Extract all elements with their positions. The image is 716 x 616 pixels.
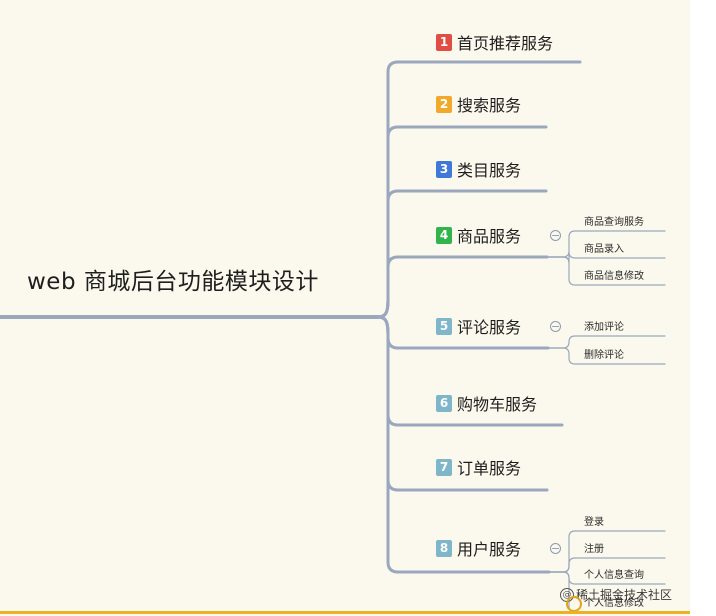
branch-node-7[interactable]: 7 订单服务 bbox=[436, 455, 521, 479]
branch-label: 评论服务 bbox=[457, 318, 522, 337]
cursor-highlight bbox=[566, 596, 582, 612]
branch-connector-3 bbox=[376, 189, 548, 319]
leaf-node[interactable]: 商品查询服务 bbox=[584, 217, 644, 228]
branch-node-6[interactable]: 6 购物车服务 bbox=[436, 391, 537, 415]
leaf-connector-4-1 bbox=[546, 230, 666, 258]
branch-label: 购物车服务 bbox=[457, 395, 538, 414]
leaf-connector-8-2 bbox=[548, 557, 666, 573]
watermark: @ 稀土掘金技术社区 bbox=[560, 586, 672, 603]
branch-number-badge: 6 bbox=[436, 394, 452, 412]
branch-number-badge: 5 bbox=[436, 317, 452, 335]
leaf-node[interactable]: 删除评论 bbox=[584, 350, 624, 361]
branch-node-8[interactable]: 8 用户服务 bbox=[436, 536, 521, 560]
branch-connector-4 bbox=[376, 255, 549, 319]
branch-node-3[interactable]: 3 类目服务 bbox=[436, 157, 521, 181]
collapse-toggle-icon[interactable]: − bbox=[550, 320, 561, 333]
leaf-node[interactable]: 登录 bbox=[584, 517, 604, 528]
branch-number-badge: 4 bbox=[436, 226, 452, 244]
branch-label: 订单服务 bbox=[457, 459, 522, 478]
branch-number-badge: 1 bbox=[436, 33, 452, 51]
leaf-connector-4-3 bbox=[546, 256, 666, 286]
leaf-node[interactable]: 商品信息修改 bbox=[584, 271, 644, 282]
leaf-connector-5-2 bbox=[547, 347, 666, 365]
branch-node-4[interactable]: 4 商品服务 bbox=[436, 223, 521, 247]
branch-label: 类目服务 bbox=[457, 161, 522, 180]
leaf-node[interactable]: 个人信息查询 bbox=[584, 570, 644, 581]
branch-node-1[interactable]: 1 首页推荐服务 bbox=[436, 30, 553, 54]
bottom-accent-bar bbox=[0, 611, 690, 614]
branch-label: 商品服务 bbox=[457, 227, 522, 246]
leaf-node[interactable]: 添加评论 bbox=[584, 322, 624, 333]
collapse-toggle-icon[interactable]: − bbox=[550, 542, 561, 555]
branch-number-badge: 8 bbox=[436, 539, 452, 557]
branch-connector-8 bbox=[376, 315, 551, 574]
branch-label: 搜索服务 bbox=[457, 96, 522, 115]
branch-node-5[interactable]: 5 评论服务 bbox=[436, 314, 521, 338]
branch-label: 用户服务 bbox=[457, 540, 522, 559]
watermark-text: 稀土掘金技术社区 bbox=[576, 588, 673, 602]
branch-number-badge: 7 bbox=[436, 458, 452, 476]
branch-label: 首页推荐服务 bbox=[457, 34, 554, 53]
collapse-toggle-icon[interactable]: − bbox=[550, 229, 561, 242]
leaf-node[interactable]: 个人信息修改 bbox=[584, 598, 644, 609]
root-title: web 商城后台功能模块设计 bbox=[27, 269, 319, 295]
branch-number-badge: 3 bbox=[436, 160, 452, 178]
branch-connector-2 bbox=[376, 125, 548, 319]
leaf-node[interactable]: 注册 bbox=[584, 544, 604, 555]
leaf-node[interactable]: 商品录入 bbox=[584, 244, 624, 255]
branch-number-badge: 2 bbox=[436, 95, 452, 113]
branch-node-2[interactable]: 2 搜索服务 bbox=[436, 92, 521, 116]
